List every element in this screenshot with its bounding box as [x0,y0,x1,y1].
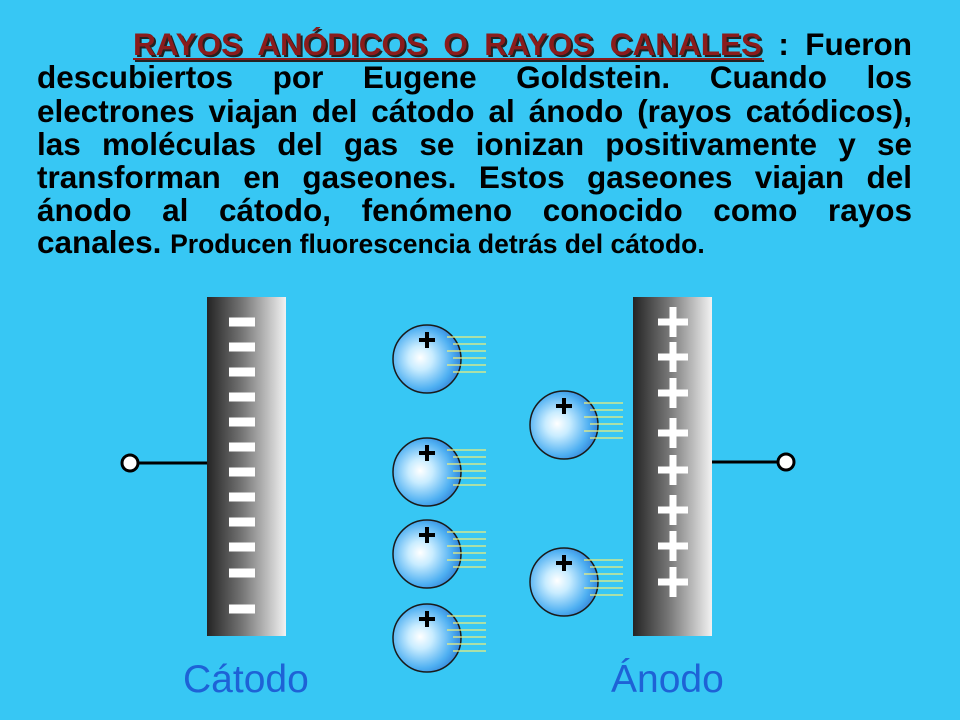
negative-charge-mark [229,568,255,578]
paragraph-line: las moléculas del gas se ionizan positiv… [37,125,912,162]
ion-sphere [392,603,462,673]
negative-charges [229,317,255,614]
positive-charge-mark [658,567,688,597]
cathode-plate [207,297,286,636]
positive-charge-mark [658,307,688,337]
paragraph-line: electrones viajan del cátodo al ánodo (r… [37,92,912,129]
positive-charges [658,307,688,597]
positive-ion [392,519,486,589]
positive-ion [392,437,486,507]
paragraph-last-line: canales. Producen fluorescencia detrás d… [37,223,912,260]
positive-ion [529,390,623,460]
negative-charge-mark [229,492,255,502]
anode-terminal [776,452,796,472]
negative-charge-mark [229,442,255,452]
positive-charge-mark [658,418,688,448]
anode [633,297,796,636]
cathode [120,297,286,636]
paragraph-last-word: canales. [37,223,162,260]
paragraph-line: ánodo al cátodo, fenómeno conocido como … [37,192,912,229]
closing-sentence: Producen fluorescencia detrás del cátodo… [170,228,705,259]
negative-charge-mark [229,417,255,427]
negative-charge-mark [229,604,255,614]
negative-charge-mark [229,542,255,552]
negative-charge-mark [229,367,255,377]
positive-charge-mark [658,378,688,408]
description-paragraph: RAYOS ANÓDICOS O RAYOS CANALES : Fueron … [37,26,912,260]
paragraph-first-line: RAYOS ANÓDICOS O RAYOS CANALES : Fueron [37,26,912,62]
positive-ion [392,324,486,394]
negative-charge-mark [229,392,255,402]
section-title: RAYOS ANÓDICOS O RAYOS CANALES [133,26,763,62]
paragraph-line: descubiertos por Eugene Goldstein. Cuand… [37,59,912,96]
ion-plus-sign [419,527,435,543]
positive-charge-mark [658,342,688,372]
cathode-label: Cátodo [183,658,309,701]
negative-charge-mark [229,517,255,527]
ion-sphere [529,390,599,460]
paragraph-line: transforman en gaseones. Estos gaseones … [37,159,912,196]
positive-charge-mark [658,531,688,561]
negative-charge-mark [229,467,255,477]
ion-sphere [392,519,462,589]
negative-charge-mark [229,317,255,327]
cathode-terminal [120,453,140,473]
negative-charge-mark [229,342,255,352]
ion-plus-sign [419,445,435,461]
positive-ions [392,324,623,673]
positive-ion [529,547,623,617]
ion-plus-sign [556,555,572,571]
positive-charge-mark [658,495,688,525]
positive-charge-mark [658,455,688,485]
ion-sphere [529,547,599,617]
ion-plus-sign [419,332,435,348]
ion-sphere [392,324,462,394]
ion-plus-sign [556,398,572,414]
ion-sphere [392,437,462,507]
anode-label: Ánodo [611,658,724,701]
title-suffix: : Fueron [778,26,912,62]
ion-plus-sign [419,611,435,627]
positive-ion [392,603,486,673]
